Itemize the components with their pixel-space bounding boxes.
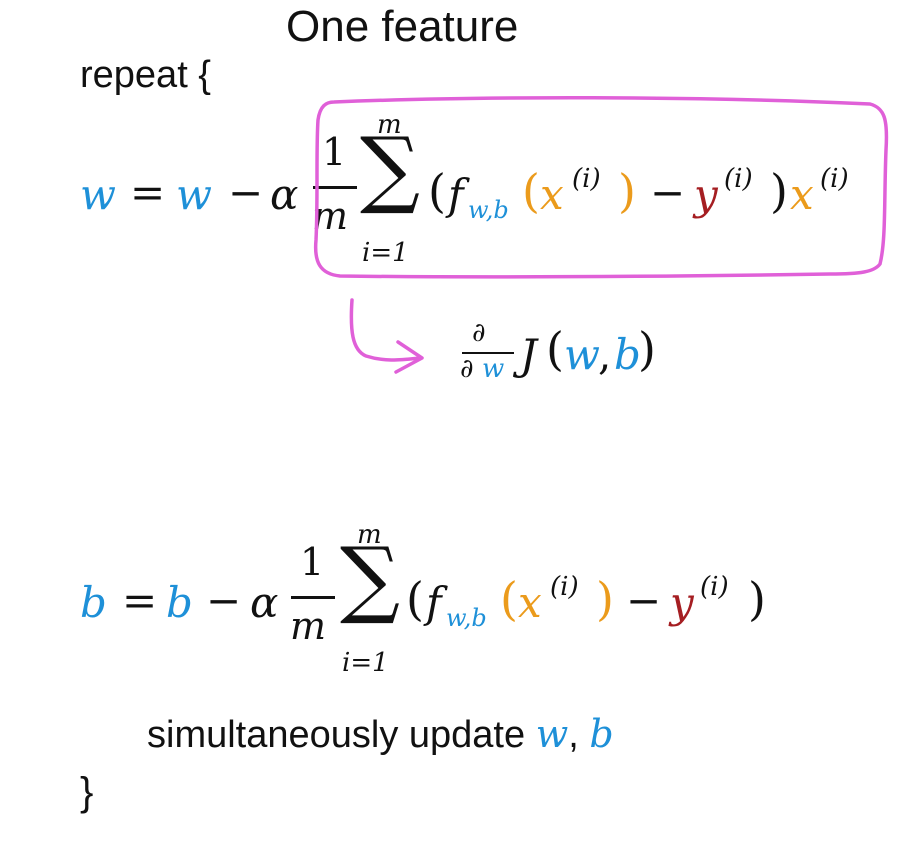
eq-b-minus: − xyxy=(206,576,242,625)
eq-b-frac-bar xyxy=(291,596,335,599)
eq-w-alpha: α xyxy=(270,170,299,219)
eq-b-y: y xyxy=(670,578,694,627)
deriv-d-top: ∂ xyxy=(472,318,486,348)
eq-w-open-paren: ( xyxy=(428,164,446,218)
deriv-arg1: w xyxy=(564,330,600,379)
eq-b-sum-bot: i=1 xyxy=(342,648,389,678)
eq-b-f-sub: w,b xyxy=(446,604,487,632)
eq-w-minus: − xyxy=(228,168,264,217)
deriv-J: J xyxy=(520,330,537,379)
eq-b-open-paren-x: ( xyxy=(500,572,518,626)
eq-w-f-sub: w,b xyxy=(468,196,509,224)
caption-text: simultaneously update xyxy=(147,714,526,756)
deriv-close: ) xyxy=(638,322,656,376)
deriv-d-var: w xyxy=(482,354,505,384)
eq-w-open-paren-x: ( xyxy=(522,164,540,218)
deriv-frac-bar xyxy=(462,352,514,354)
eq-b-sum-top: m xyxy=(357,520,382,550)
eq-w-x: x xyxy=(540,170,564,219)
eq-w-equals: = xyxy=(130,168,166,217)
caption-w: w xyxy=(535,712,569,756)
deriv-comma: , xyxy=(598,330,612,379)
caption-comma: , xyxy=(568,714,579,756)
eq-w-close-paren-x: ) xyxy=(618,164,636,218)
eq-w-x-sup: (i) xyxy=(572,164,601,194)
eq-b-frac-den: m xyxy=(290,604,327,648)
highlight-box xyxy=(313,95,889,279)
eq-b-minus2: − xyxy=(626,576,662,625)
eq-w-sum: ∑ xyxy=(360,119,420,217)
eq-b-rhs-var: b xyxy=(166,578,193,627)
repeat-close: } xyxy=(80,770,94,814)
eq-w-frac-bar xyxy=(313,186,357,189)
eq-w-minus2: − xyxy=(650,168,686,217)
eq-b-open-paren: ( xyxy=(406,572,424,626)
eq-w-sum-top: m xyxy=(377,110,402,140)
eq-w-close-paren: ) xyxy=(770,164,788,218)
eq-w-rhs-var: w xyxy=(176,170,212,219)
eq-b-close-paren-x: ) xyxy=(596,572,614,626)
eq-b-f: f xyxy=(426,578,442,627)
eq-w-y-sup: (i) xyxy=(724,164,753,194)
eq-b-close-paren: ) xyxy=(748,572,766,626)
eq-w-x-tail: x xyxy=(790,170,814,219)
eq-b-equals: = xyxy=(122,576,158,625)
page-title: One feature xyxy=(286,2,519,51)
simultaneous-update-caption: simultaneously update w, b xyxy=(147,712,614,757)
eq-b-y-sup: (i) xyxy=(700,572,729,602)
eq-w-x-tail-sup: (i) xyxy=(820,164,849,194)
eq-b-x: x xyxy=(518,578,542,627)
eq-b-sum: ∑ xyxy=(340,529,400,627)
eq-w-y: y xyxy=(694,170,718,219)
highlight-arrow-head xyxy=(394,340,424,374)
eq-b-alpha: α xyxy=(250,578,279,627)
eq-w-f: f xyxy=(448,170,464,219)
eq-b-frac-num: 1 xyxy=(300,540,325,584)
repeat-open: repeat { xyxy=(80,54,211,96)
deriv-open: ( xyxy=(546,322,564,376)
deriv-d-bot: ∂ xyxy=(460,354,474,384)
eq-b-lhs: b xyxy=(80,578,107,627)
eq-w-lhs: w xyxy=(80,170,116,219)
highlight-arrow xyxy=(349,298,422,362)
eq-w-sum-bot: i=1 xyxy=(362,238,409,268)
caption-b: b xyxy=(589,712,614,756)
eq-w-frac-num: 1 xyxy=(322,130,347,174)
deriv-arg2: b xyxy=(614,330,641,379)
eq-b-x-sup: (i) xyxy=(550,572,579,602)
